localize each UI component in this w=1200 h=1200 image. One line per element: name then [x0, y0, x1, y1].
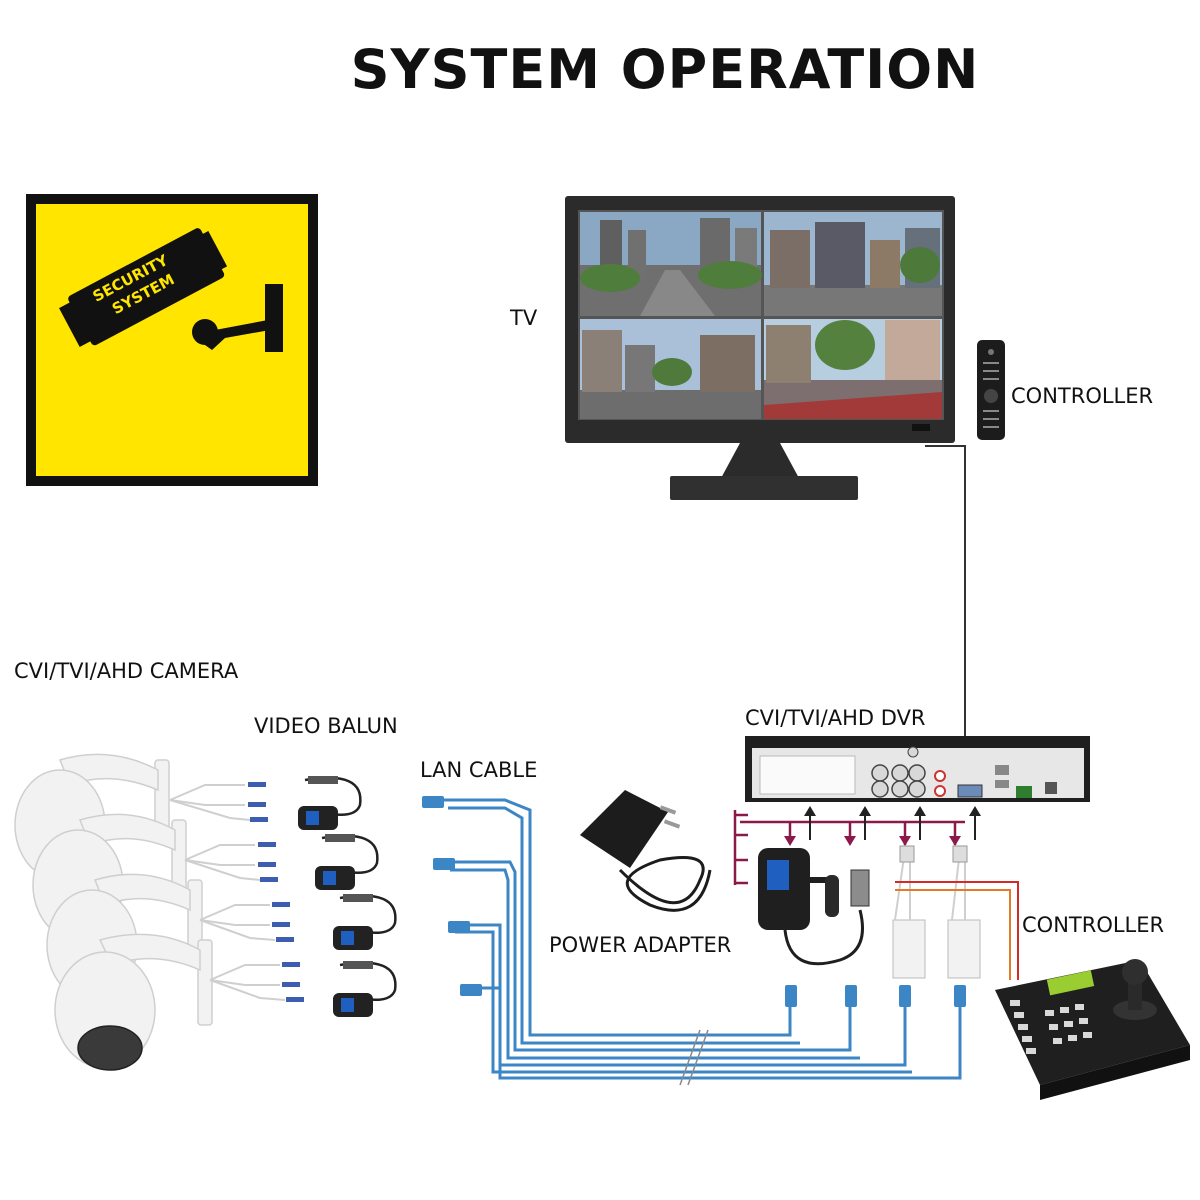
tv-screen-view-3: [580, 319, 761, 419]
dvr-recorder: [745, 736, 1090, 802]
tv-screen-view-2: [764, 212, 942, 316]
label-tv: TV: [510, 306, 538, 330]
security-system-sign: SECURITY SYSTEM: [26, 194, 318, 486]
label-dvr: CVI/TVI/AHD DVR: [745, 706, 926, 730]
signal-arrows: [784, 806, 981, 846]
lan-cable-break: [679, 1029, 709, 1086]
video-balun-group: [298, 776, 397, 1017]
ptz-camera-group: [14, 753, 213, 1071]
security-camera-icon: [59, 228, 283, 352]
tv-monitor: [565, 196, 955, 500]
ptz-keyboard-controller: [995, 959, 1190, 1100]
tv-screen-view-4: [764, 319, 942, 419]
label-ptz-controller: CONTROLLER: [1022, 913, 1165, 937]
label-power-adapter: POWER ADAPTER: [549, 933, 732, 957]
label-remote-controller: CONTROLLER: [1011, 384, 1154, 408]
video-balun-3: [333, 894, 397, 950]
remote-controller: [977, 340, 1005, 440]
label-camera: CVI/TVI/AHD CAMERA: [14, 659, 239, 683]
label-video-balun: VIDEO BALUN: [254, 714, 398, 738]
power-adapter: [580, 790, 712, 912]
video-balun-4: [333, 961, 397, 1017]
tv-dvr-cable: [925, 445, 966, 738]
pigtail-connectors: [248, 782, 304, 1002]
page-title: SYSTEM OPERATION: [350, 38, 980, 101]
video-signal-lines: [733, 810, 965, 885]
dvr-side-video-balun: [758, 848, 870, 966]
label-lan-cable: LAN CABLE: [420, 758, 538, 782]
rs485-adapters: [892, 845, 981, 979]
rj45-connectors: [422, 796, 966, 1007]
video-balun-1: [298, 776, 362, 830]
tv-screen-view-1: [580, 212, 762, 316]
lan-cables: [440, 798, 962, 1080]
ptz-camera-4: [54, 933, 213, 1071]
rs485-lines: [895, 881, 1019, 980]
camera-pigtails: [169, 784, 286, 1001]
video-balun-2: [315, 834, 379, 890]
